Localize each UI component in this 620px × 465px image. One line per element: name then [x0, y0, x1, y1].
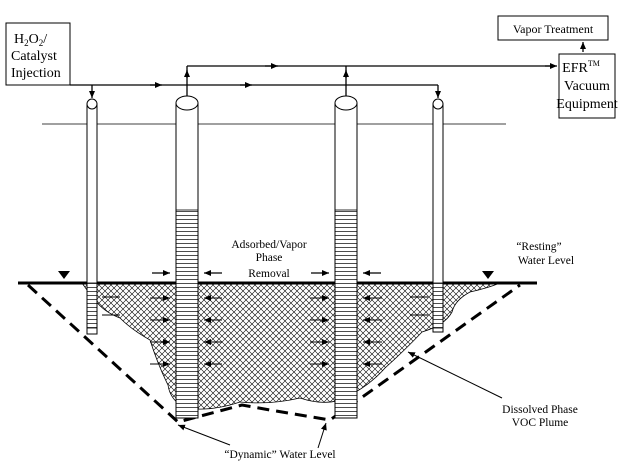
- label-pointer-lines: [177, 351, 503, 449]
- water-table-marker-right: [482, 271, 494, 279]
- injection-well-left: [86, 98, 98, 335]
- svg-text:Phase: Phase: [256, 252, 283, 264]
- svg-text:“Resting”: “Resting”: [516, 241, 561, 253]
- injection-source-box: H2O2/ Catalyst Injection: [5, 22, 71, 86]
- efr-vacuum-box: EFRTM Vacuum Equipment: [556, 53, 618, 119]
- svg-text:Vapor Treatment: Vapor Treatment: [513, 22, 594, 36]
- extraction-well-left: [175, 95, 199, 419]
- injection-well-right: [432, 98, 444, 333]
- svg-text:Water Level: Water Level: [518, 255, 574, 267]
- adsorbed-vapor-label: Adsorbed/Vapor Phase Removal: [231, 239, 307, 280]
- vacuum-piping: [184, 42, 586, 96]
- svg-text:Vacuum: Vacuum: [564, 79, 610, 94]
- dynamic-water-level-label: “Dynamic” Water Level: [224, 449, 335, 461]
- dissolved-plume-label: Dissolved Phase VOC Plume: [502, 404, 578, 429]
- resting-water-level-label: “Resting” Water Level: [516, 241, 574, 267]
- svg-text:Equipment: Equipment: [556, 97, 618, 112]
- svg-text:Dissolved Phase: Dissolved Phase: [502, 404, 578, 416]
- svg-text:Removal: Removal: [248, 268, 290, 280]
- water-table-marker-left: [58, 271, 70, 279]
- svg-text:Adsorbed/Vapor: Adsorbed/Vapor: [231, 239, 307, 251]
- svg-text:EFRTM: EFRTM: [562, 59, 600, 76]
- injection-label-line2: Catalyst: [11, 49, 57, 64]
- injection-piping: [70, 82, 441, 98]
- svg-text:VOC Plume: VOC Plume: [512, 417, 569, 429]
- dissolved-flow-arrows: [102, 295, 428, 367]
- svg-text:H2O2/: H2O2/: [14, 32, 47, 48]
- extraction-well-right: [334, 95, 358, 419]
- injection-label-line3: Injection: [11, 66, 61, 81]
- vapor-treatment-box: Vapor Treatment: [497, 15, 609, 41]
